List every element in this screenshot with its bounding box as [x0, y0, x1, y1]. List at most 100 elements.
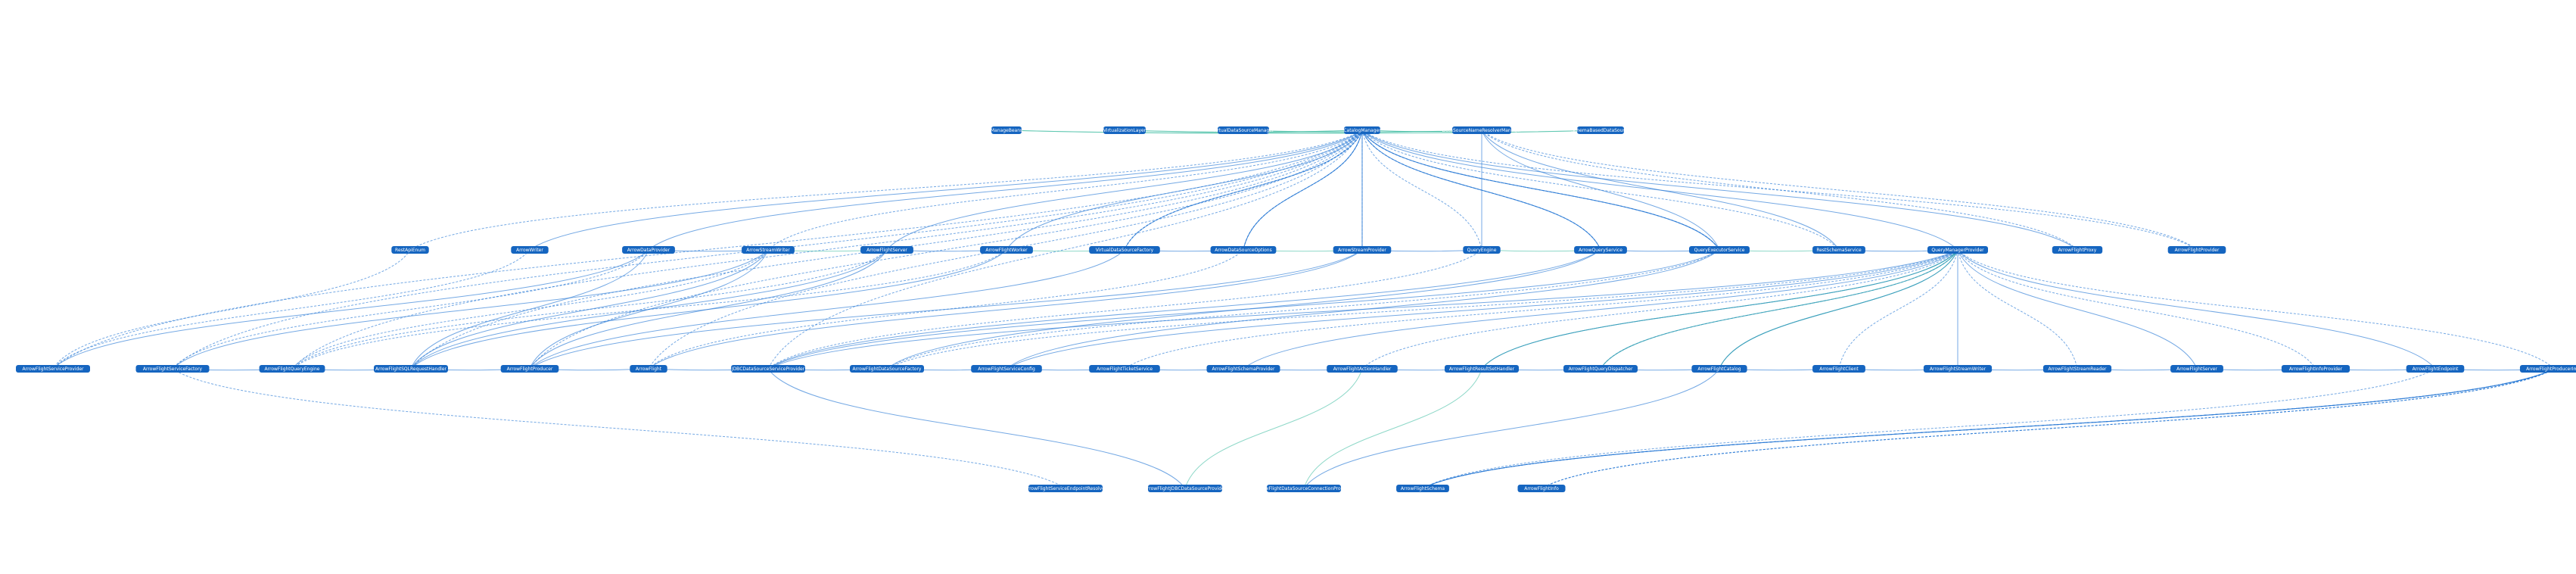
node-box — [1812, 246, 1865, 254]
graph-node[interactable]: ArrowFlightSQLRequestHandler — [374, 365, 448, 373]
node-box — [1445, 365, 1519, 373]
graph-node[interactable]: ArrowDataProvider — [622, 246, 675, 254]
node-label: ArrowFlightSchemaProvider — [1212, 367, 1275, 372]
graph-node[interactable]: SchemaBasedDataSource — [1571, 126, 1630, 134]
graph-node[interactable]: ArrowFlightProducer — [500, 365, 559, 373]
node-label: VirtualDataSourceManager — [1213, 128, 1274, 133]
graph-node[interactable]: ArrowFlightActionHandler — [1327, 365, 1398, 373]
node-box — [630, 365, 667, 373]
edge-line — [1361, 129, 2078, 251]
edge-line — [409, 129, 1363, 251]
graph-node[interactable]: ArrowFlightClient — [1812, 365, 1865, 373]
graph-node[interactable]: ArrowWriter — [511, 246, 549, 254]
graph-node[interactable]: ArrowFlightDataSourceConnectionProvider — [1255, 485, 1352, 492]
node-box — [1028, 485, 1103, 492]
edge-line — [1481, 249, 1958, 370]
graph-node[interactable]: ArrowStreamWriter — [742, 246, 795, 254]
edge-line — [1481, 129, 1720, 251]
node-box — [1463, 246, 1501, 254]
edge-line — [1303, 368, 1482, 489]
graph-node[interactable]: ArrowFlightServer — [860, 246, 913, 254]
graph-node[interactable]: ArrowDataSourceOptions — [1210, 246, 1277, 254]
node-box — [622, 246, 675, 254]
edge-line — [291, 249, 1007, 370]
graph-node[interactable]: ArrowFlightQueryDispatcher — [1563, 365, 1638, 373]
edge-line — [1541, 368, 2555, 489]
graph-node[interactable]: ArrowFlightServer — [2170, 365, 2223, 373]
edge-line — [52, 129, 1363, 370]
graph-node[interactable]: VirtualDataSourceFactory — [1089, 246, 1160, 254]
graph-node[interactable]: QueryEngine — [1463, 246, 1501, 254]
node-box — [850, 365, 924, 373]
edge-line — [1361, 129, 1840, 251]
node-box — [374, 365, 448, 373]
graph-node[interactable]: RestSchemaService — [1812, 246, 1865, 254]
node-box — [259, 365, 325, 373]
graph-node[interactable]: ArrowFlightProducerImpl — [2519, 365, 2576, 373]
graph-node[interactable]: VirtualizationLayer — [1103, 126, 1146, 134]
edge-line — [1006, 249, 1958, 370]
node-label: QueryExecutorService — [1694, 248, 1745, 253]
graph-node[interactable]: ArrowFlightServiceFactory — [135, 365, 210, 373]
edge-line — [886, 249, 1958, 370]
graph-node[interactable]: ArrowFlightServiceEndpointResolver — [1025, 485, 1107, 492]
graph-node[interactable]: VirtualDataSourceManager — [1213, 126, 1274, 134]
graph-node[interactable]: ArrowFlightCatalog — [1691, 365, 1747, 373]
edge-line — [1422, 368, 2555, 489]
graph-node[interactable]: RestApiEnum — [391, 246, 429, 254]
edge-line — [1481, 129, 2198, 251]
graph-node[interactable]: ArrowFlightServiceProvider — [16, 365, 90, 373]
graph-node[interactable]: QueryExecutorService — [1689, 246, 1750, 254]
graph-node[interactable]: ArrowFlightEndpoint — [2406, 365, 2465, 373]
graph-node[interactable]: ArrowFlightInfo — [1517, 485, 1566, 492]
edge-line — [1957, 249, 2436, 370]
node-label: ArrowFlightServiceEndpointResolver — [1025, 486, 1107, 491]
node-label: RestSchemaService — [1816, 248, 1862, 253]
graph-node[interactable]: ArrowFlightSchemaProvider — [1206, 365, 1280, 373]
edge-line — [1481, 129, 2078, 251]
graph-node[interactable]: ArrowStreamProvider — [1333, 246, 1392, 254]
node-box — [1691, 365, 1747, 373]
graph-node[interactable]: ArrowFlightTicketService — [1089, 365, 1160, 373]
node-label: ArrowFlightResultSetHandler — [1449, 367, 1515, 372]
node-label: ArrowFlightClient — [1819, 367, 1859, 372]
node-label: VirtualizationLayer — [1103, 128, 1146, 133]
node-box — [1517, 485, 1566, 492]
graph-node[interactable]: ArrowFlightStreamReader — [2042, 365, 2112, 373]
graph-node[interactable]: ArrowFlightQueryEngine — [259, 365, 325, 373]
node-label: ArrowStreamProvider — [1338, 248, 1386, 253]
node-box — [1452, 126, 1511, 134]
edge-line — [767, 368, 1186, 489]
edge-line — [1243, 249, 1958, 370]
graph-node[interactable]: ArrowFlightWorker — [980, 246, 1033, 254]
edge-line — [767, 249, 1958, 370]
node-box — [1089, 246, 1160, 254]
graph-node[interactable]: ArrowQueryService — [1574, 246, 1627, 254]
node-label: ArrowFlightServiceConfig — [978, 367, 1035, 372]
node-box — [500, 365, 559, 373]
edge-line — [529, 129, 1363, 251]
graph-node[interactable]: ArrowFlightStreamWriter — [1923, 365, 1993, 373]
graph-node[interactable]: DataSourceNameResolverManager — [1442, 126, 1522, 134]
graph-node[interactable]: ArrowFlightSchema — [1396, 485, 1449, 492]
graph-node[interactable]: QueryManagerProvider — [1927, 246, 1988, 254]
graph-node[interactable]: ArrowFlightInfoProvider — [2281, 365, 2350, 373]
graph-node[interactable]: ArrowFlightDataSourceFactory — [850, 365, 924, 373]
edge-line — [1361, 129, 1482, 251]
edge-line — [1124, 129, 1363, 251]
edge-line — [529, 249, 1363, 370]
graph-node[interactable]: JDBCDataSourceServiceProvider — [731, 365, 805, 373]
graph-node[interactable]: ManageBeans — [991, 126, 1022, 134]
node-label: ArrowFlightServer — [866, 248, 907, 253]
node-box — [1218, 126, 1269, 134]
graph-node[interactable]: ArrowFlightProxy — [2052, 246, 2103, 254]
node-label: ArrowFlightJDBCDataSourceProvider — [1144, 486, 1227, 491]
graph-node[interactable]: CatalogManager — [1343, 126, 1381, 134]
graph-node[interactable]: ArrowFlight — [630, 365, 667, 373]
graph-node[interactable]: ArrowFlightServiceConfig — [971, 365, 1042, 373]
graph-node[interactable]: ArrowFlightJDBCDataSourceProvider — [1144, 485, 1227, 492]
node-box — [16, 365, 90, 373]
graph-node[interactable]: ArrowFlightResultSetHandler — [1445, 365, 1519, 373]
graph-node[interactable]: ArrowFlightProvider — [2167, 246, 2226, 254]
